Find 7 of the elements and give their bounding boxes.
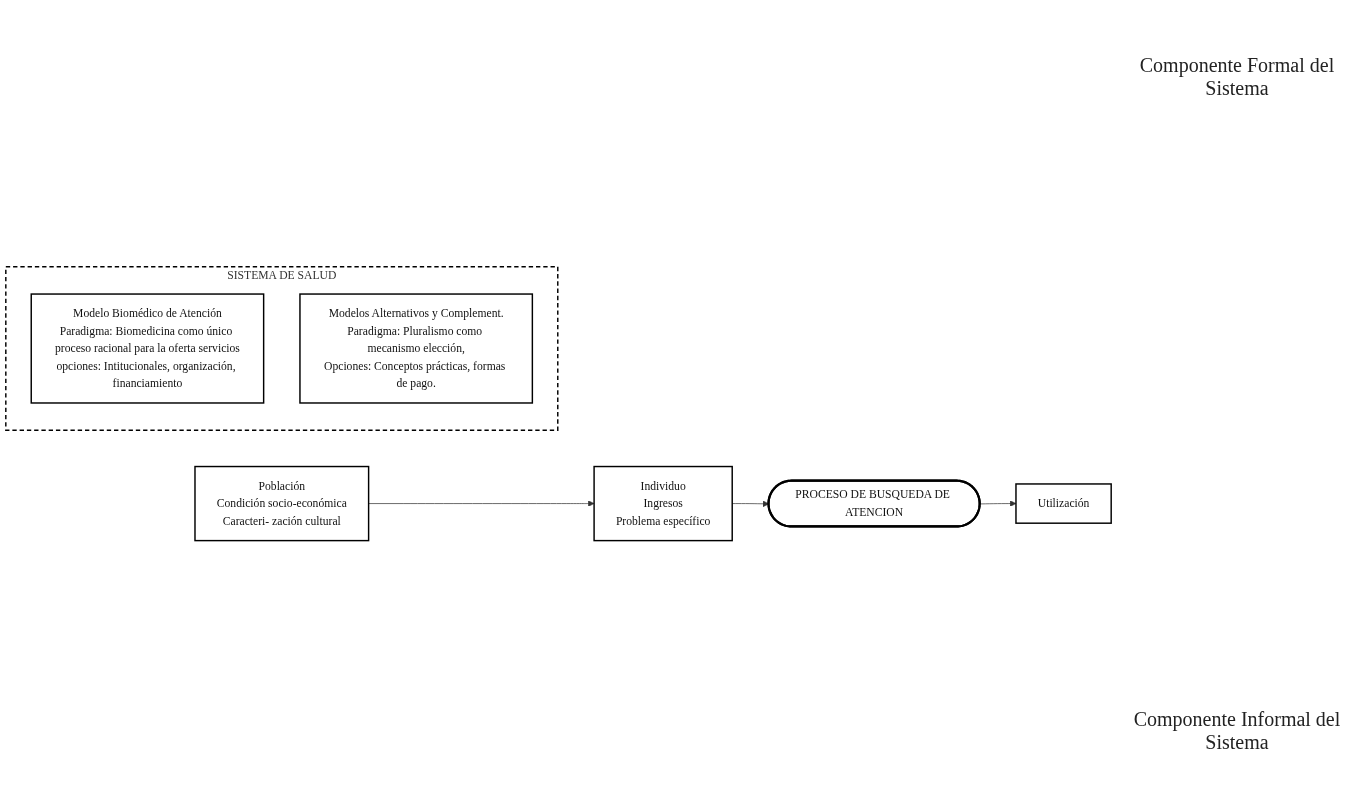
- node-box: Individuo Ingresos Problema específico: [593, 465, 733, 542]
- side-note: Componente Informal del Sistema: [1132, 707, 1342, 754]
- node-box: Población Condición socio-económica Caracteri- zación cultural: [194, 465, 370, 542]
- side-note: Componente Formal del Sistema: [1138, 53, 1336, 100]
- node-box: Modelo Biomédico de Atención Paradigma: Biomedicina como único proceso racional para la oferta servicios opciones: Intitucionales, organización, financiamiento: [30, 293, 265, 404]
- node-box: Utilización: [1015, 483, 1112, 524]
- node-box: Modelos Alternativos y Complement. Paradigma: Pluralismo como mecanismo elección, Opciones: Conceptos prácticas, formas de pago.: [299, 293, 534, 404]
